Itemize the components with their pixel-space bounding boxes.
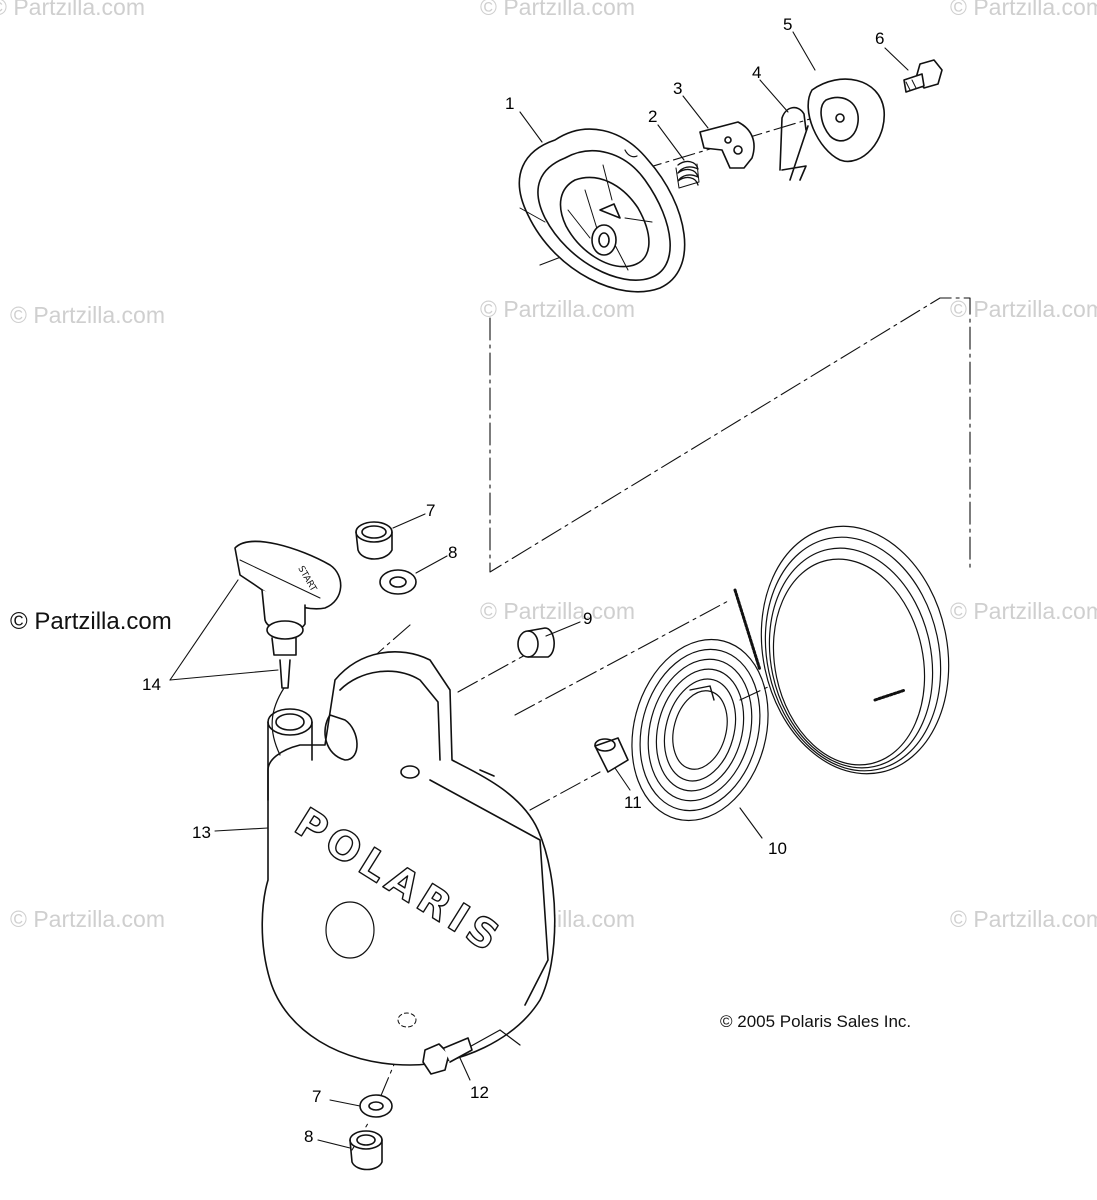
clip-part-4 xyxy=(779,106,809,181)
callout-3: 3 xyxy=(673,79,683,98)
callout-4: 4 xyxy=(752,63,762,82)
callout-13: 13 xyxy=(192,823,211,842)
pawl-part-3 xyxy=(699,121,755,169)
collar-part-11 xyxy=(594,737,629,773)
callout-14: 14 xyxy=(142,675,161,694)
watermark-text: © Partzilla.com xyxy=(480,0,635,20)
callout-7-lower: 8 xyxy=(304,1127,314,1146)
watermark-text: © Partzilla.com xyxy=(10,906,165,932)
plate-part-5 xyxy=(807,78,885,163)
callout-11: 11 xyxy=(624,793,642,812)
assembly-center-lines xyxy=(351,109,971,1151)
watermark-text: © Partzilla.com xyxy=(950,906,1097,932)
watermark-text: © Partzilla.com xyxy=(950,598,1097,624)
callout-leader-lines xyxy=(169,31,909,1149)
callout-8-lower: 7 xyxy=(312,1087,322,1106)
watermark-text: © Partzilla.com xyxy=(480,598,635,624)
callout-2: 2 xyxy=(648,107,658,126)
watermark-text: © Partzilla.com xyxy=(480,296,635,322)
housing-part-13 xyxy=(261,651,556,1066)
copyright-note: © 2005 Polaris Sales Inc. xyxy=(720,1012,912,1031)
rope-coil xyxy=(760,525,950,775)
watermark-text: © Partzilla.com xyxy=(10,302,165,328)
callout-7-upper: 7 xyxy=(426,501,436,520)
callout-5: 5 xyxy=(783,15,793,34)
brand-mark: © Partzilla.com xyxy=(10,608,172,635)
handle-part-14 xyxy=(234,540,342,756)
spring-part-2 xyxy=(675,160,700,189)
callout-9: 9 xyxy=(583,609,593,628)
washer-part-8-upper xyxy=(379,569,417,595)
watermark-text: © Partzilla.com xyxy=(0,0,145,20)
cap-part-7-lower xyxy=(349,1130,383,1171)
recoil-spring-part-10 xyxy=(631,588,769,822)
bolt-part-6 xyxy=(903,59,943,93)
pulley-part-1 xyxy=(518,128,686,293)
washer-part-8-lower xyxy=(359,1094,393,1118)
bushing-part-9 xyxy=(517,627,555,658)
screw-part-12 xyxy=(422,1037,473,1075)
callout-1: 1 xyxy=(505,94,515,113)
watermark-text: © Partzilla.com xyxy=(950,0,1097,20)
watermark-text: © Partzilla.com xyxy=(950,296,1097,322)
callout-10: 10 xyxy=(768,839,787,858)
callout-8-upper: 8 xyxy=(448,543,458,562)
callout-12: 12 xyxy=(470,1083,489,1102)
callout-6: 6 xyxy=(875,29,885,48)
cap-part-7-upper xyxy=(355,521,393,560)
